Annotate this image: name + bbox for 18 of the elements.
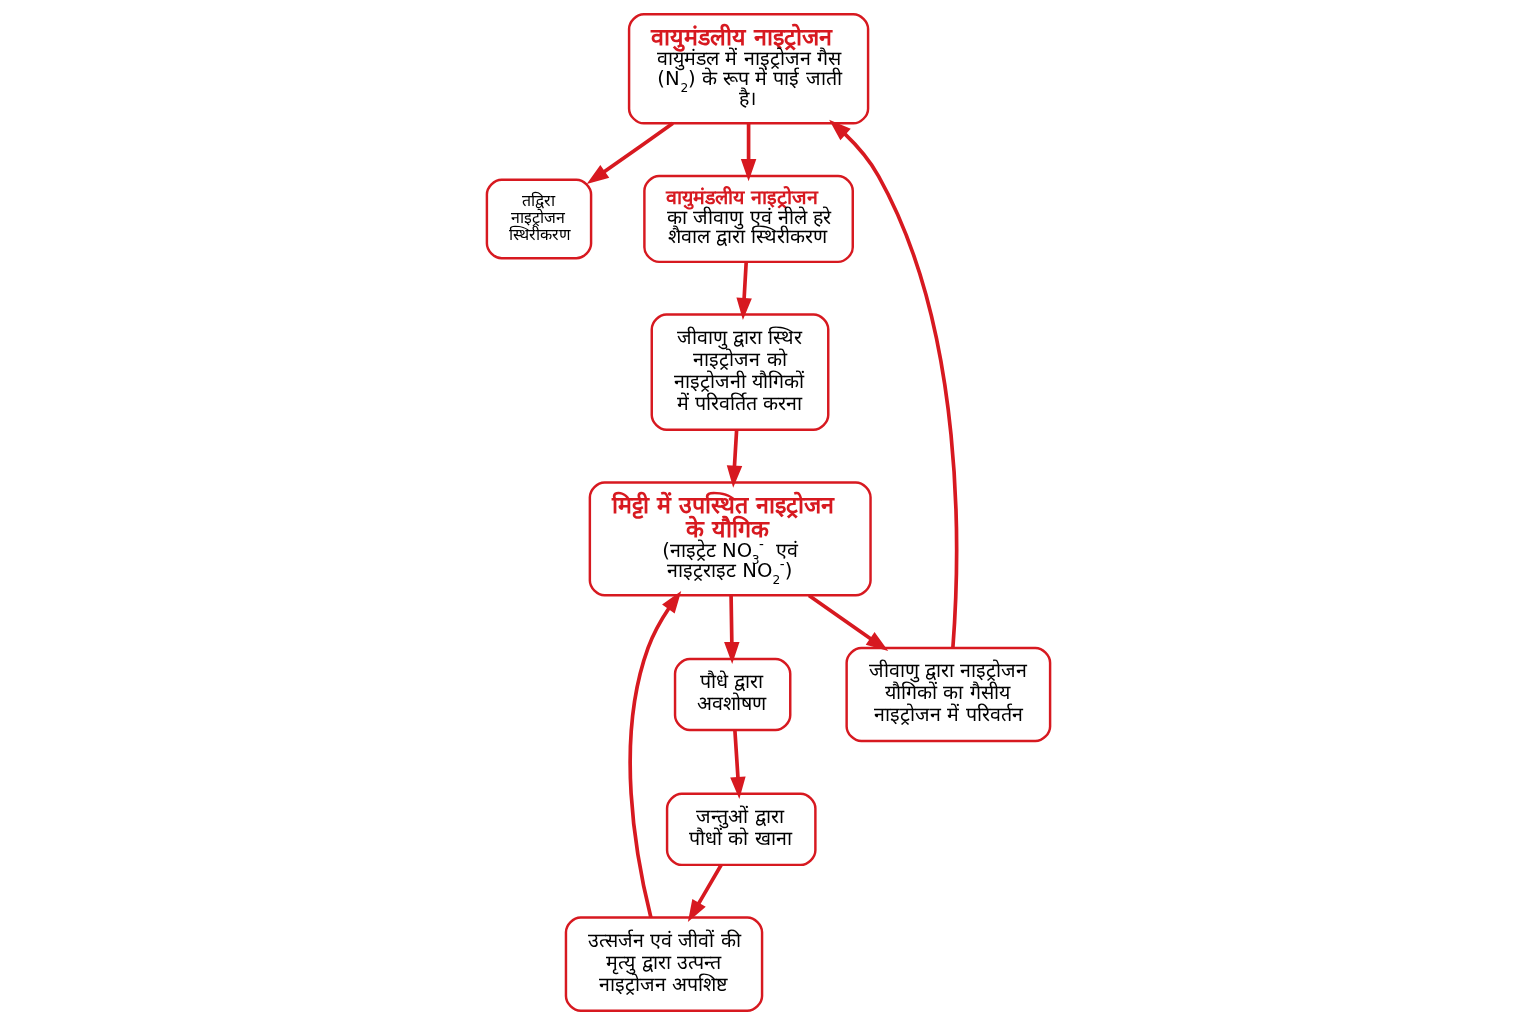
arrow xyxy=(729,729,746,799)
arrow xyxy=(586,121,674,184)
node-box: पौधे द्वारा अवशोषण xyxy=(673,657,791,731)
node-box: तद्विरा नाइट्रोजन स्थिरीकरण xyxy=(485,178,592,259)
arrow xyxy=(740,122,756,181)
arrow xyxy=(723,594,740,664)
arrow xyxy=(726,429,742,488)
arrow xyxy=(807,593,888,651)
arrow xyxy=(735,261,752,320)
arrow xyxy=(627,590,681,918)
node-box: उत्सर्जन एवं जीवों की मृत्यु द्वारा उत्पन्त नाइट्रोजन अपशिष्ट xyxy=(564,915,763,1012)
arrow xyxy=(687,863,723,922)
arrow xyxy=(828,119,958,648)
node-box: जीवाणु द्वारा स्थिर नाइट्रोजन को नाइट्रोजनी यौगिकों में परिवर्तित करना xyxy=(650,312,829,431)
node-box: जन्तुओं द्वारा पौधों को खाना xyxy=(665,792,817,866)
node-box: जीवाणु द्वारा नाइट्रोजन यौगिकों का गैसीय नाइट्रोजन में परिवर्तन xyxy=(844,646,1051,742)
node-box: वायुमंडलीय नाइट्रोजन का जीवाणु एवं नीले हरे शैवाल द्वारा स्थिरीकरण xyxy=(642,174,854,263)
node-box: वायुमंडलीय नाइट्रोजन वायुमंडल में नाइट्रोजन गैस (N$_{2}$) के रूप में पाई जाती है। xyxy=(627,12,869,125)
